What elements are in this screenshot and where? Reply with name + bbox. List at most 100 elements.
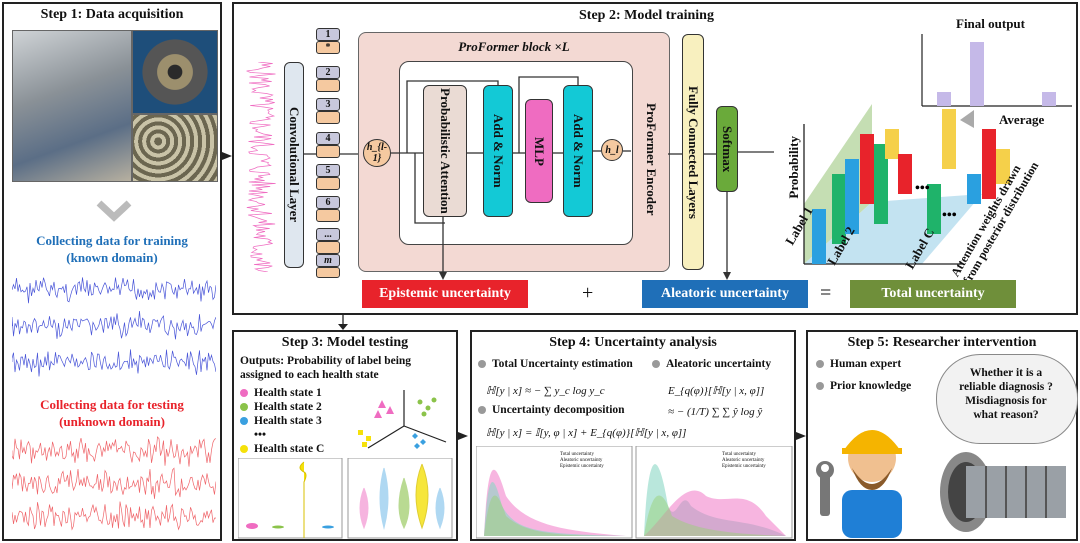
testing-caption: Collecting data for testing (unknown dom… bbox=[4, 396, 220, 430]
aleatoric-bullet bbox=[652, 360, 660, 369]
legend-total-left: Total uncertainty bbox=[560, 452, 594, 457]
equation-decomposition: ℍ[y | x] = 𝕀[y, φ | x] + E_{q(φ)}[ℍ[y | … bbox=[486, 427, 687, 439]
health-state-c-dot bbox=[240, 445, 248, 454]
health-state-3: Health state 3 bbox=[240, 414, 324, 428]
token-4b bbox=[316, 145, 340, 158]
probability-3d-chart: ••• ••• bbox=[803, 34, 1072, 265]
token-m: m bbox=[316, 254, 340, 267]
add-norm-1-label: Add & Norm bbox=[491, 114, 506, 188]
add-norm-2: Add & Norm bbox=[563, 85, 593, 217]
health-state-c-label: Health state C bbox=[254, 443, 325, 455]
average-label: Average bbox=[999, 112, 1045, 127]
density-legend-right: Total uncertainty Aleatoric uncertainty … bbox=[722, 452, 766, 470]
token-6-label: 6 bbox=[325, 197, 331, 208]
add-norm-2-label: Add & Norm bbox=[571, 114, 586, 188]
step5-title: Step 5: Researcher intervention bbox=[847, 335, 1037, 350]
health-state-dots: ••• bbox=[240, 428, 324, 442]
thought-text: Whether it is a reliable diagnosis ? Mis… bbox=[936, 366, 1076, 422]
mlp-block: MLP bbox=[525, 99, 553, 203]
health-state-2: Health state 2 bbox=[240, 400, 324, 414]
training-caption-line1: Collecting data for training bbox=[36, 233, 188, 248]
health-state-1: Health state 1 bbox=[240, 386, 324, 400]
aleatoric-uncertainty-label: Aleatoric uncertainty bbox=[661, 286, 789, 301]
token-2: 2 bbox=[316, 66, 340, 79]
density-legend-left: Total uncertainty Aleatoric uncertainty … bbox=[560, 452, 604, 470]
bearing-photo bbox=[132, 30, 218, 114]
test-rig-photo bbox=[12, 30, 132, 182]
total-uncertainty-estimation: Total Uncertainty estimation bbox=[478, 358, 633, 370]
fully-connected-layers-label: Fully Connected Layers bbox=[686, 85, 701, 219]
health-state-1-label: Health state 1 bbox=[254, 387, 322, 399]
token-mb bbox=[316, 267, 340, 278]
engineer-icon bbox=[816, 430, 902, 538]
total-uncertainty-label: Total uncertainty bbox=[881, 286, 985, 301]
health-state-c: Health state C bbox=[240, 442, 324, 456]
token-dots-label: ... bbox=[324, 229, 332, 240]
step5-panel: Step 5: Researcher intervention Human ex… bbox=[806, 330, 1078, 541]
token-5: 5 bbox=[316, 164, 340, 177]
aleatoric-uncertainty-bar: Aleatoric uncertainty bbox=[642, 280, 808, 308]
prob-bars bbox=[812, 109, 1010, 264]
token-cls-label: * bbox=[325, 42, 331, 53]
density-plots bbox=[476, 446, 793, 539]
fully-connected-layers: Fully Connected Layers bbox=[682, 34, 704, 270]
add-norm-1: Add & Norm bbox=[483, 85, 513, 217]
testing-caption-line2: (unknown domain) bbox=[59, 414, 165, 429]
token-3b bbox=[316, 111, 340, 124]
total-uncertainty-estimation-label: Total Uncertainty estimation bbox=[492, 358, 633, 370]
final-output-label: Final output bbox=[956, 16, 1025, 31]
probabilistic-attention: Probabilistic Attention bbox=[423, 85, 467, 217]
h-out-label: h_l bbox=[605, 144, 619, 156]
convolutional-layer: Convolutional Layer bbox=[284, 62, 304, 268]
uncertainty-decomposition: Uncertainty decomposition bbox=[478, 404, 625, 416]
testing-caption-line1: Collecting data for testing bbox=[40, 397, 184, 412]
equation-aleatoric-2: ≈ − (1/T) ∑ ∑ ŷ log ŷ bbox=[668, 406, 763, 418]
aleatoric-heading: Aleatoric uncertainty bbox=[652, 358, 771, 370]
question-line2: reliable diagnosis ? bbox=[959, 381, 1053, 393]
softmax-block: Softmax bbox=[716, 106, 738, 192]
human-expert-item: Human expert bbox=[816, 358, 901, 370]
token-6b bbox=[316, 209, 340, 222]
mlp-label: MLP bbox=[532, 136, 547, 166]
epistemic-uncertainty-label: Epistemic uncertainty bbox=[379, 286, 511, 301]
h-in-label: h_{l-1} bbox=[366, 142, 388, 164]
step3-title: Step 3: Model testing bbox=[281, 335, 409, 350]
gears-photo bbox=[132, 114, 218, 182]
equation-total: ℍ[y | x] ≈ − ∑ y_c log y_c bbox=[486, 385, 605, 397]
equation-aleatoric-1: E_{q(φ)}[ℍ[y | x, φ]] bbox=[668, 385, 765, 397]
outputs-line2: assigned to each health state bbox=[240, 369, 379, 381]
step1-title: Step 1: Data acquisition bbox=[40, 7, 184, 22]
svg-text:•••: ••• bbox=[942, 208, 957, 223]
token-5b bbox=[316, 177, 340, 190]
scatter-3d-icon bbox=[358, 390, 447, 449]
final-output-chart bbox=[921, 34, 1072, 107]
token-dotsb bbox=[316, 241, 340, 254]
arrow-step3-to-step4 bbox=[458, 432, 468, 440]
token-4-label: 4 bbox=[325, 133, 331, 144]
question-line3: Misdiagnosis for bbox=[965, 395, 1047, 407]
prior-knowledge-item: Prior knowledge bbox=[816, 380, 911, 392]
violin-plots bbox=[238, 458, 453, 539]
testing-signals bbox=[12, 436, 216, 531]
turbine-engine-icon bbox=[940, 452, 1066, 532]
token-3: 3 bbox=[316, 98, 340, 111]
proformer-encoder-label: ProFormer Encoder bbox=[644, 103, 659, 216]
input-signal bbox=[246, 62, 276, 272]
token-2-label: 2 bbox=[325, 67, 331, 78]
convolutional-layer-label: Convolutional Layer bbox=[287, 107, 302, 223]
thought-cloud bbox=[936, 354, 1078, 444]
question-line4: what reason? bbox=[973, 409, 1039, 421]
arrow-step2-to-step3 bbox=[338, 315, 348, 330]
human-expert-bullet bbox=[816, 360, 824, 369]
token-3-label: 3 bbox=[325, 99, 331, 110]
step2-panel: Step 2: Model training Convolutional Lay… bbox=[232, 2, 1078, 315]
training-caption-line2: (known domain) bbox=[66, 250, 158, 265]
total-uncertainty-bar: Total uncertainty bbox=[850, 280, 1016, 308]
health-state-2-dot bbox=[240, 403, 248, 412]
training-caption: Collecting data for training (known doma… bbox=[4, 232, 220, 266]
step1-panel: Step 1: Data acquisition Collecting data… bbox=[2, 2, 222, 541]
outputs-line1: Outputs: Probability of label being bbox=[240, 355, 412, 367]
health-state-2-label: Health state 2 bbox=[254, 401, 322, 413]
total-uncertainty-bullet bbox=[478, 360, 486, 369]
decomposition-bullet bbox=[478, 406, 486, 415]
